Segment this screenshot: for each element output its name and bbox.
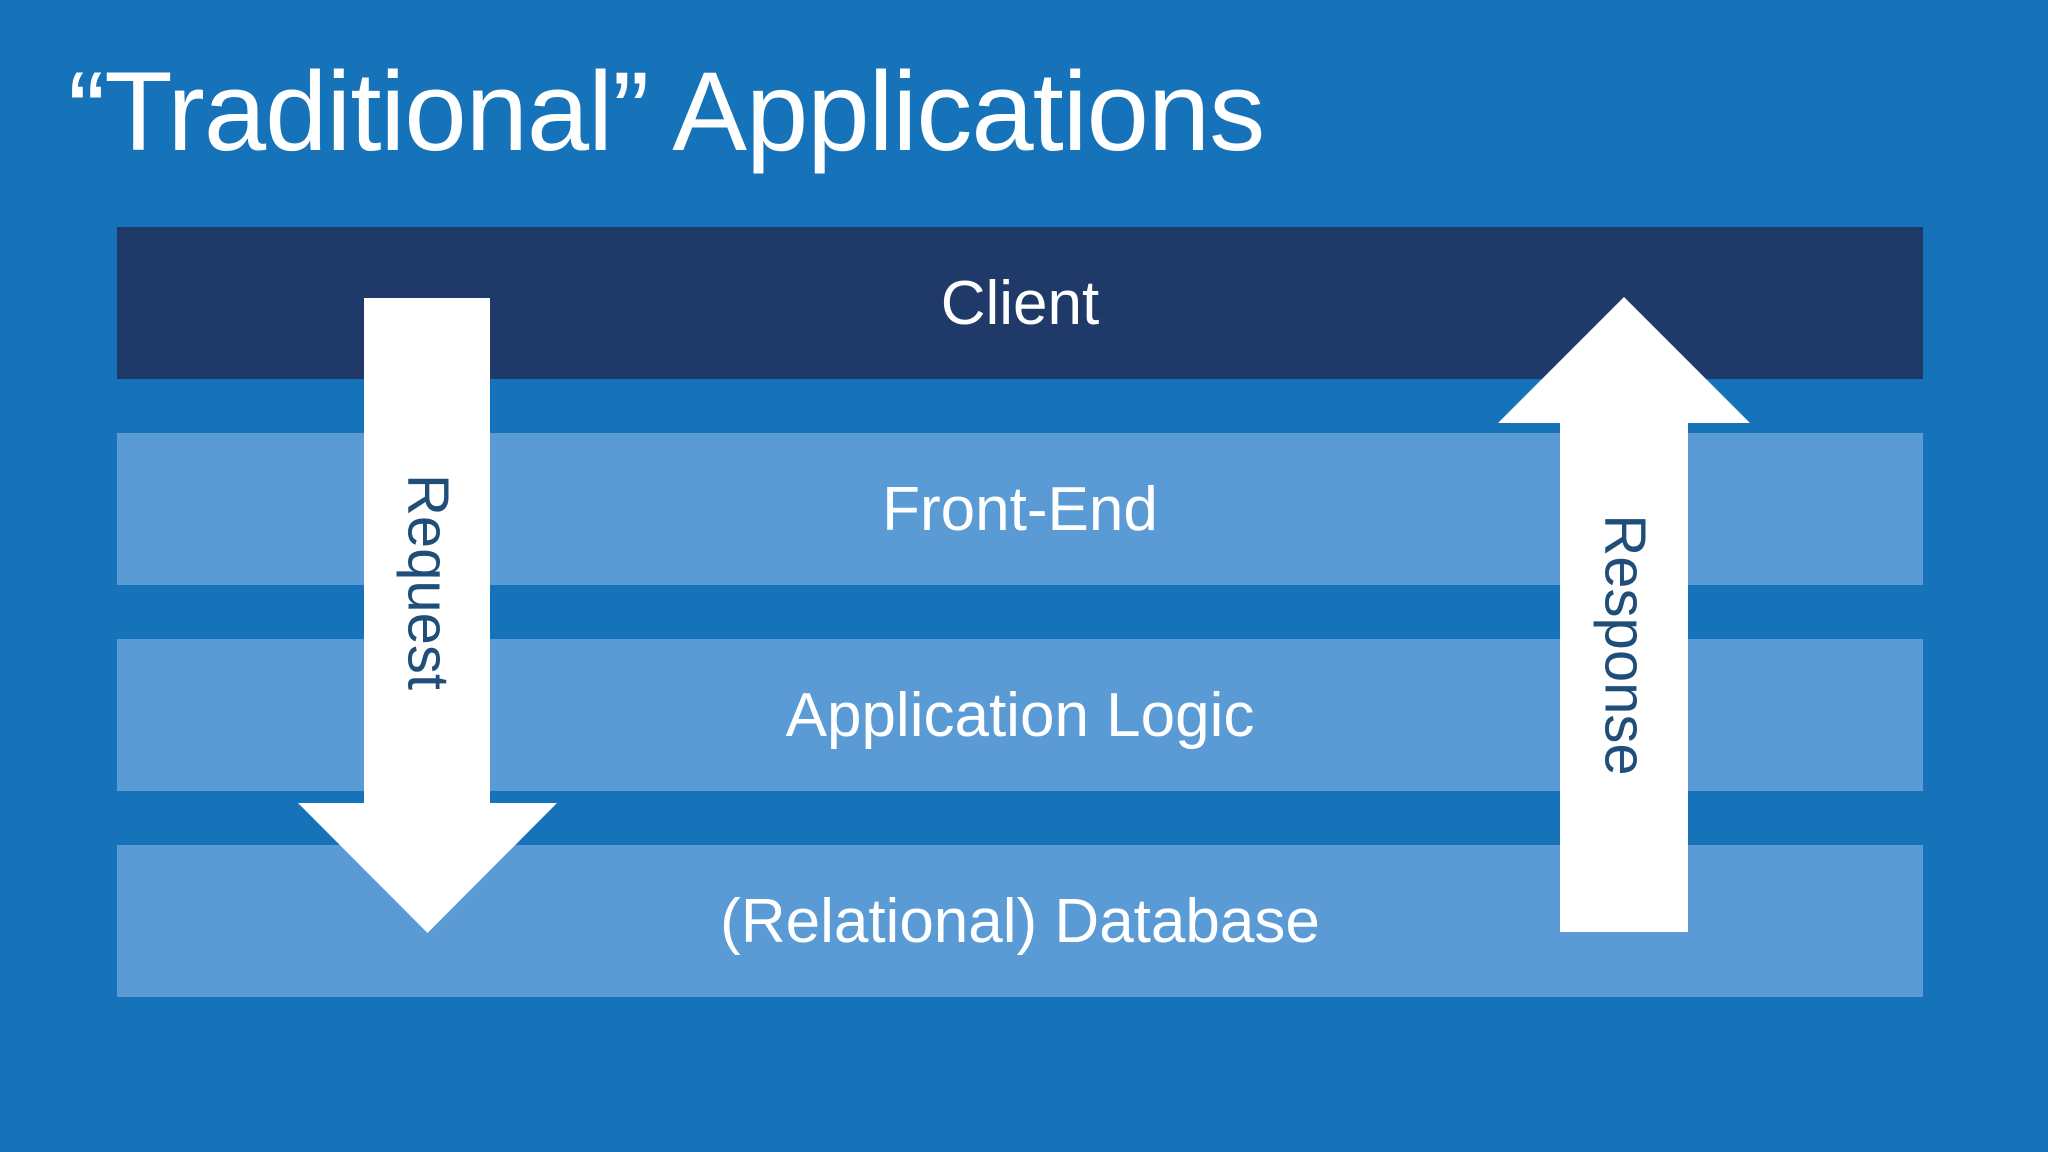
response-arrow-label: Response (1592, 514, 1658, 776)
layer-application-logic-label: Application Logic (785, 680, 1255, 750)
response-up-arrow-icon (1498, 297, 1750, 932)
layer-front-end-label: Front-End (882, 474, 1158, 544)
slide-title: “Traditional” Applications (68, 49, 1265, 174)
layer-relational-database-label: (Relational) Database (720, 886, 1320, 956)
layer-client-label: Client (940, 268, 1100, 338)
request-down-arrow-icon (298, 298, 557, 933)
request-arrow-label: Request (395, 473, 461, 691)
